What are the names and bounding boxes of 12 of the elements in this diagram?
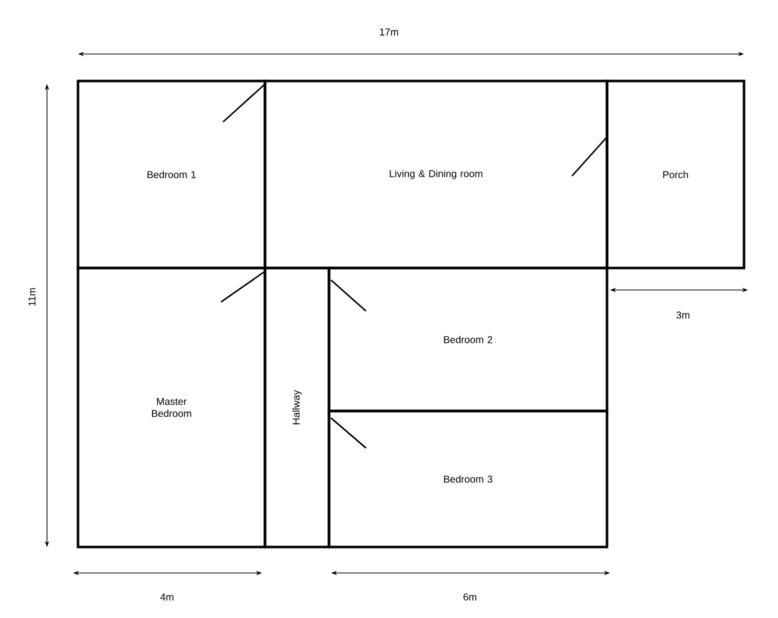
- room: Living & Dining room: [264, 80, 608, 270]
- room: Hallway: [264, 266, 330, 548]
- room: Master Bedroom: [76, 266, 266, 548]
- dimension-label: 17m: [380, 28, 398, 36]
- dimension-label: 11m: [28, 288, 36, 306]
- room: Bedroom 3: [328, 410, 608, 548]
- room: Bedroom 1: [76, 80, 266, 270]
- dimension-label: 6m: [464, 593, 476, 601]
- room: Porch: [606, 80, 746, 270]
- room: Bedroom 2: [328, 266, 608, 412]
- dimension-label: 4m: [160, 594, 174, 600]
- dimension-label: 3m: [676, 311, 690, 319]
